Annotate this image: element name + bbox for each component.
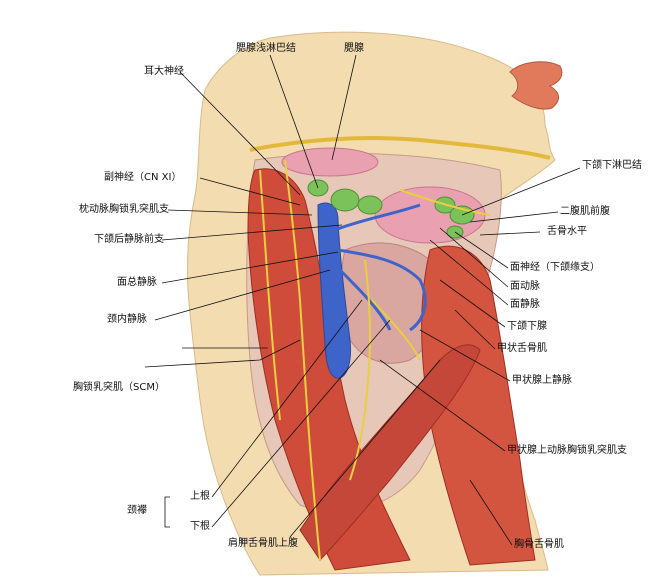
lips	[509, 61, 563, 110]
mandible-border	[249, 136, 551, 160]
label-sup-thyroid-artery-branch: 甲状腺上动脉胸锁乳突肌支	[507, 445, 627, 456]
leader-lines	[144, 54, 581, 546]
label-parotid-lymph: 腮腺浅淋巴结	[236, 43, 296, 54]
label-thyrohyoid: 甲状舌骨肌	[497, 343, 547, 354]
omohyoid-muscle	[299, 344, 481, 561]
label-facial-artery: 面动脉	[510, 281, 540, 292]
label-submandibular-lymph: 下颌下淋巴结	[582, 160, 642, 171]
label-occipital-branch: 枕动脉胸锁乳突肌支	[79, 204, 169, 215]
label-superior-root: 上根	[190, 491, 210, 502]
label-sup-thyroid-vein: 甲状腺上静脉	[512, 375, 572, 386]
label-parotid: 腮腺	[344, 43, 364, 54]
label-common-facial: 面总静脉	[117, 277, 157, 288]
label-great-auricular: 耳大神经	[144, 66, 184, 77]
label-inferior-root: 下根	[190, 521, 210, 532]
parotid-gland	[281, 147, 379, 177]
label-digastric: 二腹肌前腹	[560, 206, 610, 217]
label-sternohyoid: 胸骨舌骨肌	[514, 539, 564, 550]
label-submandibular-gland: 下颌下腺	[507, 321, 547, 332]
label-ansa: 颈襻	[127, 505, 147, 516]
label-retromandibular: 下颌后静脉前支	[94, 234, 164, 245]
label-scm: 胸锁乳突肌（SCM）	[73, 382, 165, 393]
internal-jugular-vein	[317, 202, 351, 379]
label-accessory-nerve: 副神经（CN XI）	[104, 172, 182, 183]
label-ijv: 颈内静脉	[107, 314, 147, 325]
label-facial-nerve: 面神经（下颌缘支）	[510, 262, 600, 273]
label-omohyoid: 肩胛舌骨肌上腹	[228, 538, 298, 549]
label-facial-vein: 面静脉	[510, 299, 540, 310]
label-hyoid-level: 舌骨水平	[547, 226, 587, 237]
